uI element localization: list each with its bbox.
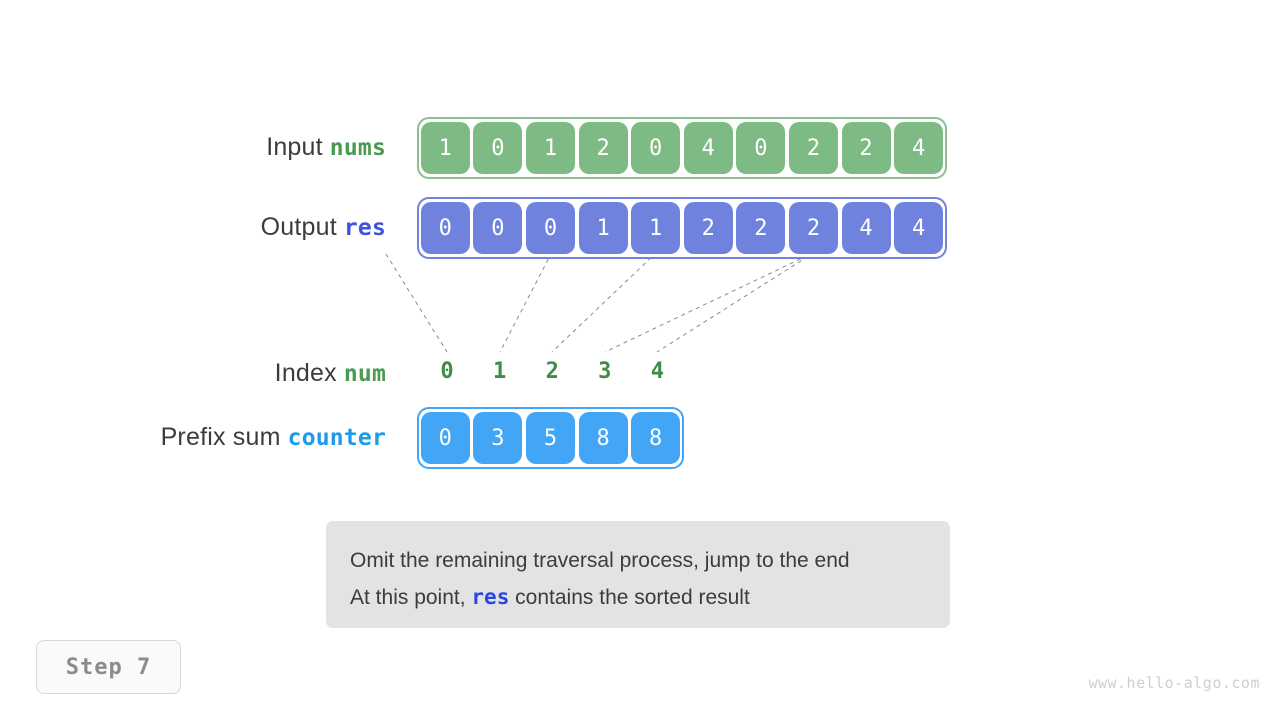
caption-box: Omit the remaining traversal process, ju… — [326, 521, 950, 628]
prefix-label-text: Prefix sum — [160, 423, 281, 451]
connector-line — [551, 251, 658, 353]
input-array-cell: 2 — [788, 122, 838, 174]
connector-line — [499, 251, 553, 353]
index-number: 2 — [545, 359, 559, 384]
index-number: 4 — [650, 359, 665, 384]
output-array-cell: 0 — [525, 202, 575, 254]
connector-line — [604, 251, 816, 353]
prefix-var-name: counter — [287, 425, 386, 451]
input-array-cell: 2 — [578, 122, 628, 174]
input-array-cell: 1 — [420, 122, 470, 174]
input-array-cell: 0 — [631, 122, 681, 174]
caption-line-2-prefix: At this point, — [350, 586, 472, 609]
input-array-cell: 0 — [473, 122, 523, 174]
step-badge: Step 7 — [36, 640, 181, 694]
input-array-cell: 4 — [894, 122, 944, 174]
prefix-sum-array-cell: 8 — [578, 412, 628, 464]
index-number: 3 — [598, 359, 612, 384]
index-number: 0 — [440, 359, 454, 384]
output-array-cell: 2 — [683, 202, 733, 254]
prefix-sum-array-cell: 3 — [473, 412, 523, 464]
output-label-text: Output — [260, 213, 337, 241]
input-label-text: Input — [266, 133, 323, 161]
connector-line — [385, 253, 448, 353]
index-label-text: Index — [274, 359, 337, 387]
output-array-cell: 1 — [631, 202, 681, 254]
input-array-cell: 1 — [525, 122, 575, 174]
output-array-cell: 0 — [420, 202, 470, 254]
index-var-name: num — [343, 361, 386, 387]
input-array-cell: 2 — [841, 122, 891, 174]
input-var-name: nums — [329, 135, 386, 161]
watermark: www.hello-algo.com — [1088, 674, 1260, 692]
input-array-cell: 4 — [683, 122, 733, 174]
caption-line-2-variable: res — [471, 585, 510, 609]
index-number: 1 — [492, 359, 507, 384]
input-array-cell: 0 — [736, 122, 786, 174]
output-array-cell: 4 — [894, 202, 944, 254]
output-array-cell: 0 — [473, 202, 523, 254]
output-var-name: res — [343, 215, 386, 241]
output-array-cell: 1 — [578, 202, 628, 254]
output-array-cell: 2 — [736, 202, 786, 254]
prefix-sum-array-cell: 8 — [631, 412, 681, 464]
connector-line — [656, 251, 816, 353]
index-number-row: 0 1 2 3 4 — [417, 359, 697, 387]
caption-line-2-suffix: contains the sorted result — [509, 586, 750, 609]
output-array-cell: 4 — [841, 202, 891, 254]
prefix-sum-array-cell: 0 — [420, 412, 470, 464]
output-array-cell: 2 — [788, 202, 838, 254]
prefix-sum-array-cell: 5 — [525, 412, 575, 464]
caption-line-2: At this point, res contains the sorted r… — [350, 579, 950, 616]
caption-line-1: Omit the remaining traversal process, ju… — [350, 549, 850, 572]
